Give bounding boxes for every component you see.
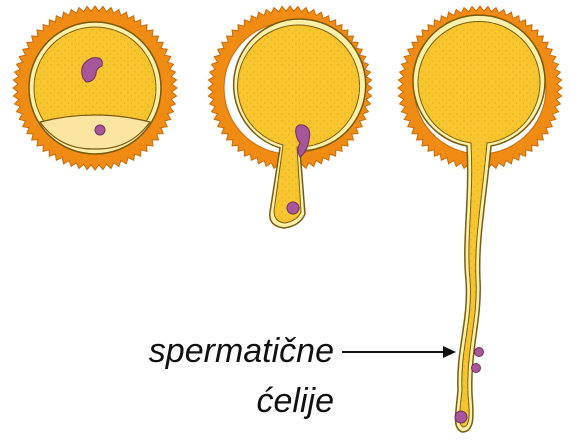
generative-nucleus [287,202,299,214]
sperm-cell [472,364,481,373]
tube-nucleus [455,411,467,423]
generative-nucleus [95,125,105,135]
sperm-cells-label-line1: spermatične [149,334,334,368]
sperm-cell [475,348,484,357]
sperm-cells-label-line2: ćelije [257,384,334,418]
pollen-grain-stage-2 [208,6,372,228]
label-arrow [342,346,456,358]
pollen-grain-stage-3 [398,6,562,432]
pollen-grain-stage-1 [13,6,177,170]
